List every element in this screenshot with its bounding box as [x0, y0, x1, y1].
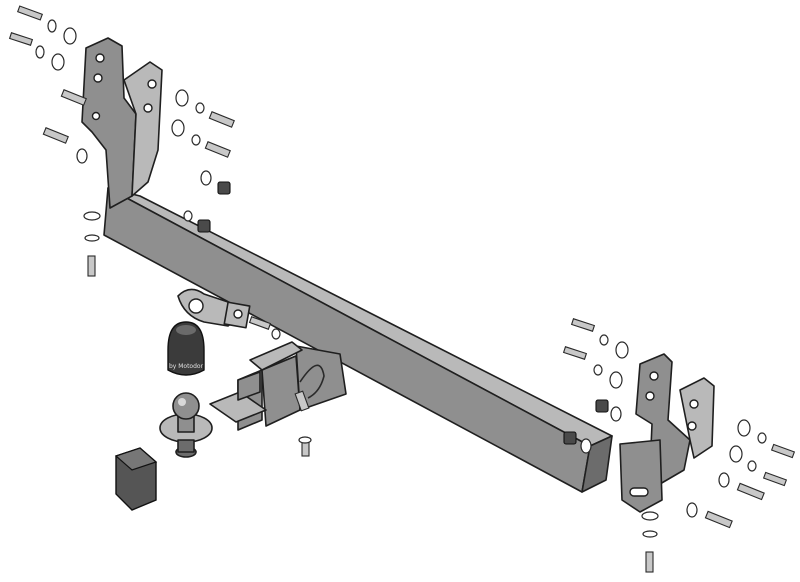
ball-cover: by Motodor	[167, 321, 205, 376]
left-hardware	[8, 5, 235, 277]
ball-cover-label: by Motodor	[169, 363, 204, 370]
left-bracket	[81, 37, 163, 209]
socket-plate	[177, 288, 251, 329]
right-hardware	[562, 318, 796, 573]
receiver-end-cap	[114, 447, 158, 511]
centre-hardware	[248, 316, 312, 457]
safety-pin	[294, 364, 325, 412]
receiver-assembly	[209, 341, 347, 431]
tow-ball	[159, 392, 213, 458]
right-bracket	[619, 353, 715, 513]
